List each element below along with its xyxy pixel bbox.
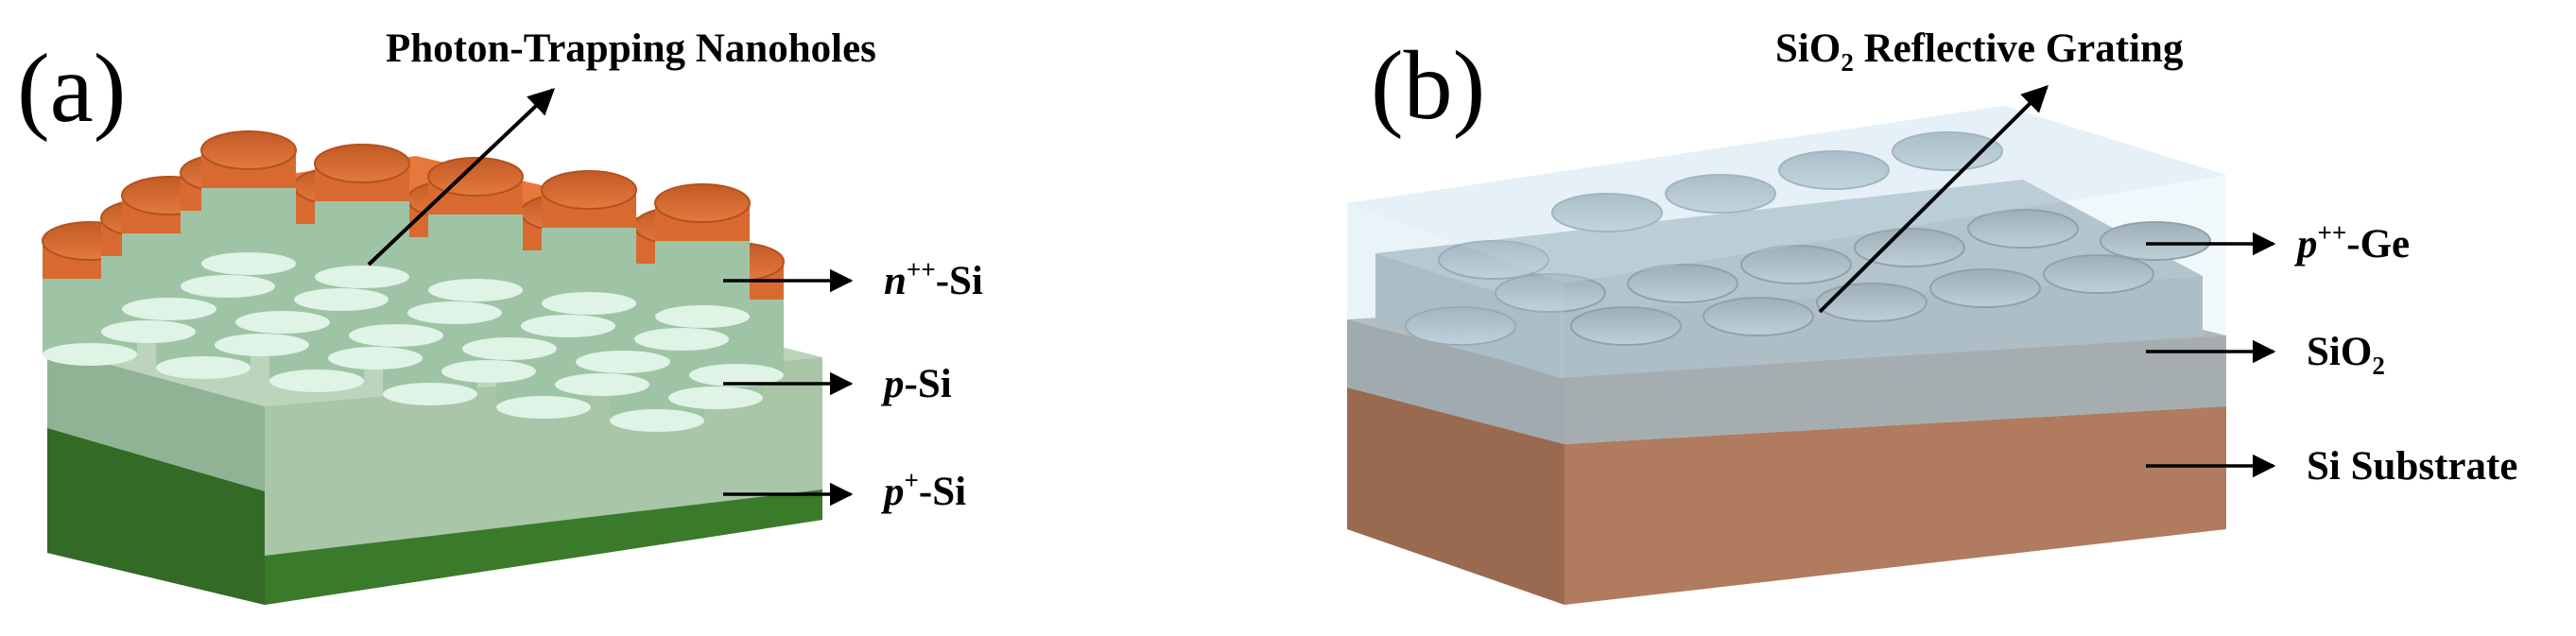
panel-a-title: Photon-Trapping Nanoholes: [386, 26, 876, 71]
grating-hole: [1627, 264, 1738, 303]
label-substrate: Si Substrate: [2146, 444, 2517, 489]
label-ge-sup: ++: [2318, 218, 2347, 247]
nanohole-array: [42, 130, 785, 432]
label-pplus-si-rest: -Si: [919, 470, 966, 514]
panel-a-letter: (a): [17, 34, 126, 143]
nanohole: [314, 144, 410, 288]
label-pplus-si-italic: p: [880, 470, 905, 514]
si-substrate-layer: [1347, 387, 2226, 605]
label-pplus-si-sup: +: [905, 466, 919, 494]
panel-b-letter: (b): [1371, 31, 1485, 140]
label-ge-italic: p: [2293, 222, 2318, 266]
grating-hole: [1967, 209, 2079, 249]
label-ge: p++-Ge: [2146, 218, 2410, 266]
svg-text:SiO2: SiO2: [2307, 330, 2385, 380]
panel-b-title-sub: 2: [1841, 48, 1854, 77]
label-p-si-italic: p: [880, 362, 905, 406]
label-n-si-sup: ++: [907, 255, 936, 284]
panel-b-title: SiO2 Reflective Grating: [1775, 26, 2184, 77]
panel-b-title-post: Reflective Grating: [1854, 26, 2184, 71]
svg-text:p++-Ge: p++-Ge: [2293, 218, 2410, 266]
label-p-si: p-Si: [723, 362, 952, 406]
grating-hole: [1740, 245, 1852, 284]
panel-b-title-pre: SiO: [1775, 26, 1841, 71]
nanohole: [427, 157, 524, 301]
grating-hole: [1929, 268, 2041, 308]
label-sio2: SiO2: [2146, 330, 2385, 380]
grating-hole: [1405, 306, 1516, 346]
title-arrow-b: [1818, 85, 2049, 314]
label-ge-rest: -Ge: [2346, 222, 2410, 266]
nanohole: [654, 183, 751, 328]
grating-hole: [2043, 254, 2154, 294]
label-sio2-sub: 2: [2372, 352, 2385, 380]
svg-text:p-Si: p-Si: [880, 362, 952, 406]
nanohole: [541, 170, 637, 315]
label-substrate-text: Si Substrate: [2307, 444, 2517, 489]
label-sio2-pre: SiO: [2307, 330, 2372, 374]
sio2-cladding: [1347, 106, 2226, 444]
grating-hole: [1854, 228, 1965, 267]
svg-text:n++-Si: n++-Si: [884, 255, 983, 303]
panel-a: (a) Photon-Trapping Nanoholes n++-Si: [17, 26, 983, 605]
svg-text:p+-Si: p+-Si: [880, 466, 966, 514]
grating-hole: [1816, 283, 1928, 322]
panel-b: (b) SiO2 Reflective Grating: [1347, 26, 2517, 605]
grating-hole: [1703, 297, 1814, 336]
title-arrow-a: [367, 88, 556, 266]
grating-hole: [2100, 221, 2211, 261]
label-p-si-rest: -Si: [905, 362, 952, 406]
label-pplus-si: p+-Si: [723, 466, 966, 514]
label-n-si: n++-Si: [723, 255, 983, 303]
grating-hole: [1570, 306, 1682, 346]
label-n-si-italic: n: [884, 259, 907, 303]
label-n-si-rest: -Si: [936, 259, 983, 303]
nanohole: [200, 130, 297, 275]
